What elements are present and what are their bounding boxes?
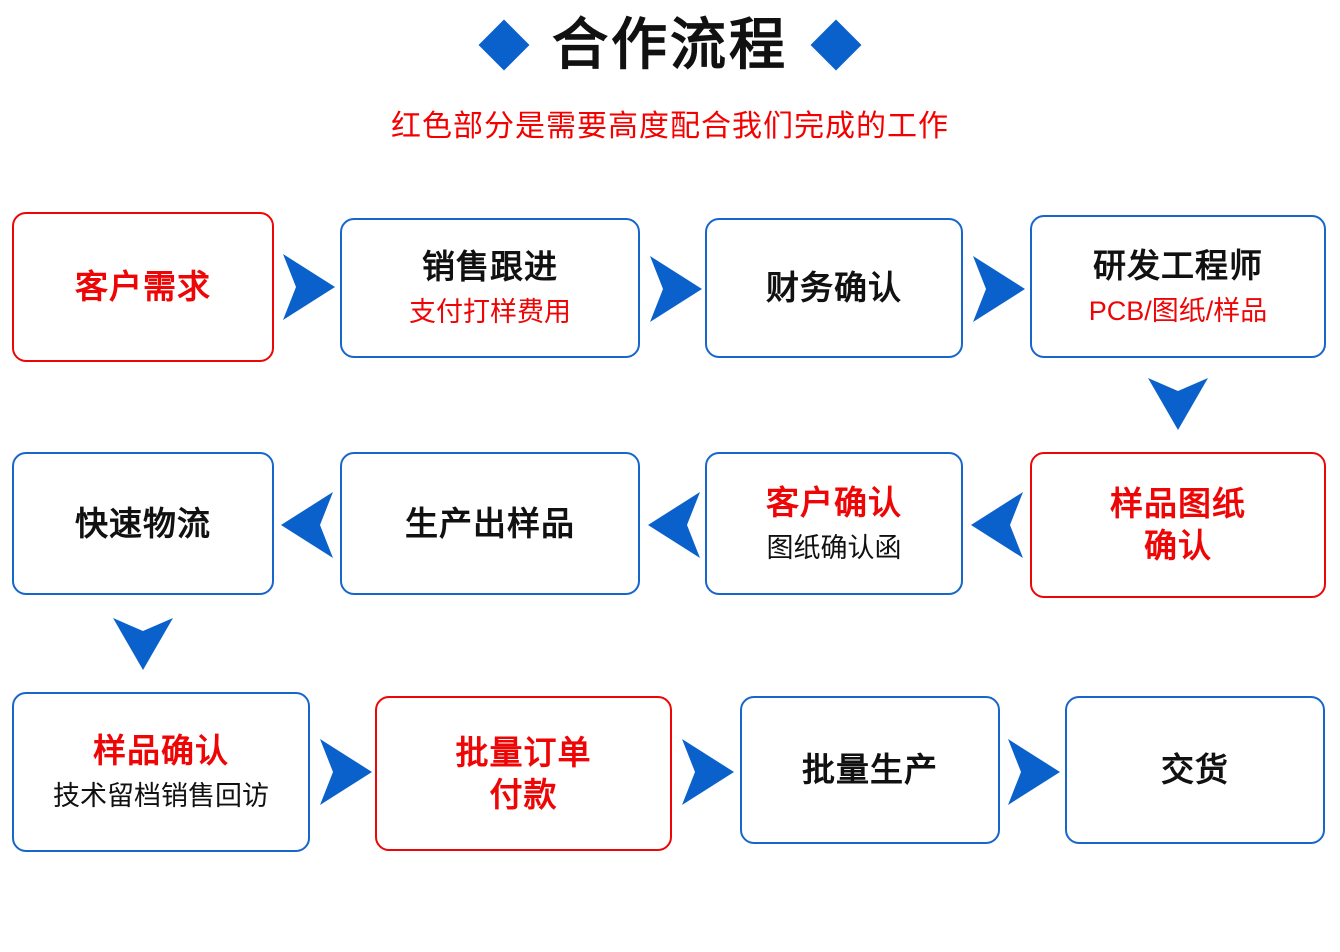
diamond-icon-left — [478, 19, 530, 71]
arrow-r1c2-to-r1c3 — [650, 252, 702, 326]
page-subtitle: 红色部分是需要高度配合我们完成的工作 — [391, 110, 949, 143]
arrow-r2c4-to-r2c3 — [971, 488, 1023, 562]
arrow-r2c1-to-r3c1 — [110, 618, 176, 670]
flow-node-title: 样品图纸 确认 — [1110, 485, 1246, 564]
flow-node-subtitle: 图纸确认函 — [766, 532, 902, 563]
flow-node-title: 财务确认 — [766, 269, 902, 306]
flow-node-title: 销售跟进 — [422, 248, 558, 285]
flow-node-title: 样品确认 — [93, 732, 229, 769]
arrow-r1c4-to-r2c4 — [1145, 378, 1211, 430]
flow-node-produce-sample[interactable]: 生产出样品 — [340, 452, 640, 595]
flow-node-title: 批量生产 — [802, 751, 938, 788]
flow-node-subtitle: 支付打样费用 — [409, 297, 571, 327]
flow-node-title: 快速物流 — [75, 504, 211, 542]
flow-node-delivery[interactable]: 交货 — [1065, 696, 1325, 844]
flow-node-sample-drawing-confirm[interactable]: 样品图纸 确认 — [1030, 452, 1326, 598]
flow-node-sales-followup[interactable]: 销售跟进 支付打样费用 — [340, 218, 640, 358]
arrow-r3c1-to-r3c2 — [320, 735, 372, 809]
title-row: 合作流程 — [0, 14, 1340, 76]
flow-node-title: 研发工程师 — [1093, 246, 1263, 284]
flow-node-bulk-production[interactable]: 批量生产 — [740, 696, 1000, 844]
flow-node-title: 客户需求 — [75, 268, 211, 305]
flow-node-subtitle: 技术留档销售回访 — [53, 781, 269, 811]
flow-node-rd-engineer[interactable]: 研发工程师 PCB/图纸/样品 — [1030, 215, 1326, 358]
arrow-r3c3-to-r3c4 — [1008, 735, 1060, 809]
flow-node-title: 交货 — [1161, 751, 1229, 788]
diamond-icon-right — [810, 19, 862, 71]
arrow-r1c1-to-r1c2 — [283, 250, 335, 324]
flow-node-title: 客户确认 — [766, 483, 902, 521]
arrow-r3c2-to-r3c3 — [682, 735, 734, 809]
arrow-r2c3-to-r2c2 — [648, 488, 700, 562]
flow-node-finance-confirm[interactable]: 财务确认 — [705, 218, 963, 358]
arrow-r2c2-to-r2c1 — [281, 488, 333, 562]
arrow-r1c3-to-r1c4 — [973, 252, 1025, 326]
flow-node-customer-confirm[interactable]: 客户确认 图纸确认函 — [705, 452, 963, 595]
flow-node-bulk-order-payment[interactable]: 批量订单 付款 — [375, 696, 672, 851]
flow-node-title: 批量订单 付款 — [455, 733, 592, 813]
flow-node-subtitle: PCB/图纸/样品 — [1088, 295, 1268, 326]
page-title: 合作流程 — [552, 13, 788, 76]
flow-node-customer-requirement[interactable]: 客户需求 — [12, 212, 274, 362]
flow-node-fast-logistics[interactable]: 快速物流 — [12, 452, 274, 595]
flow-node-sample-confirm[interactable]: 样品确认 技术留档销售回访 — [12, 692, 310, 852]
flow-node-title: 生产出样品 — [405, 504, 575, 542]
